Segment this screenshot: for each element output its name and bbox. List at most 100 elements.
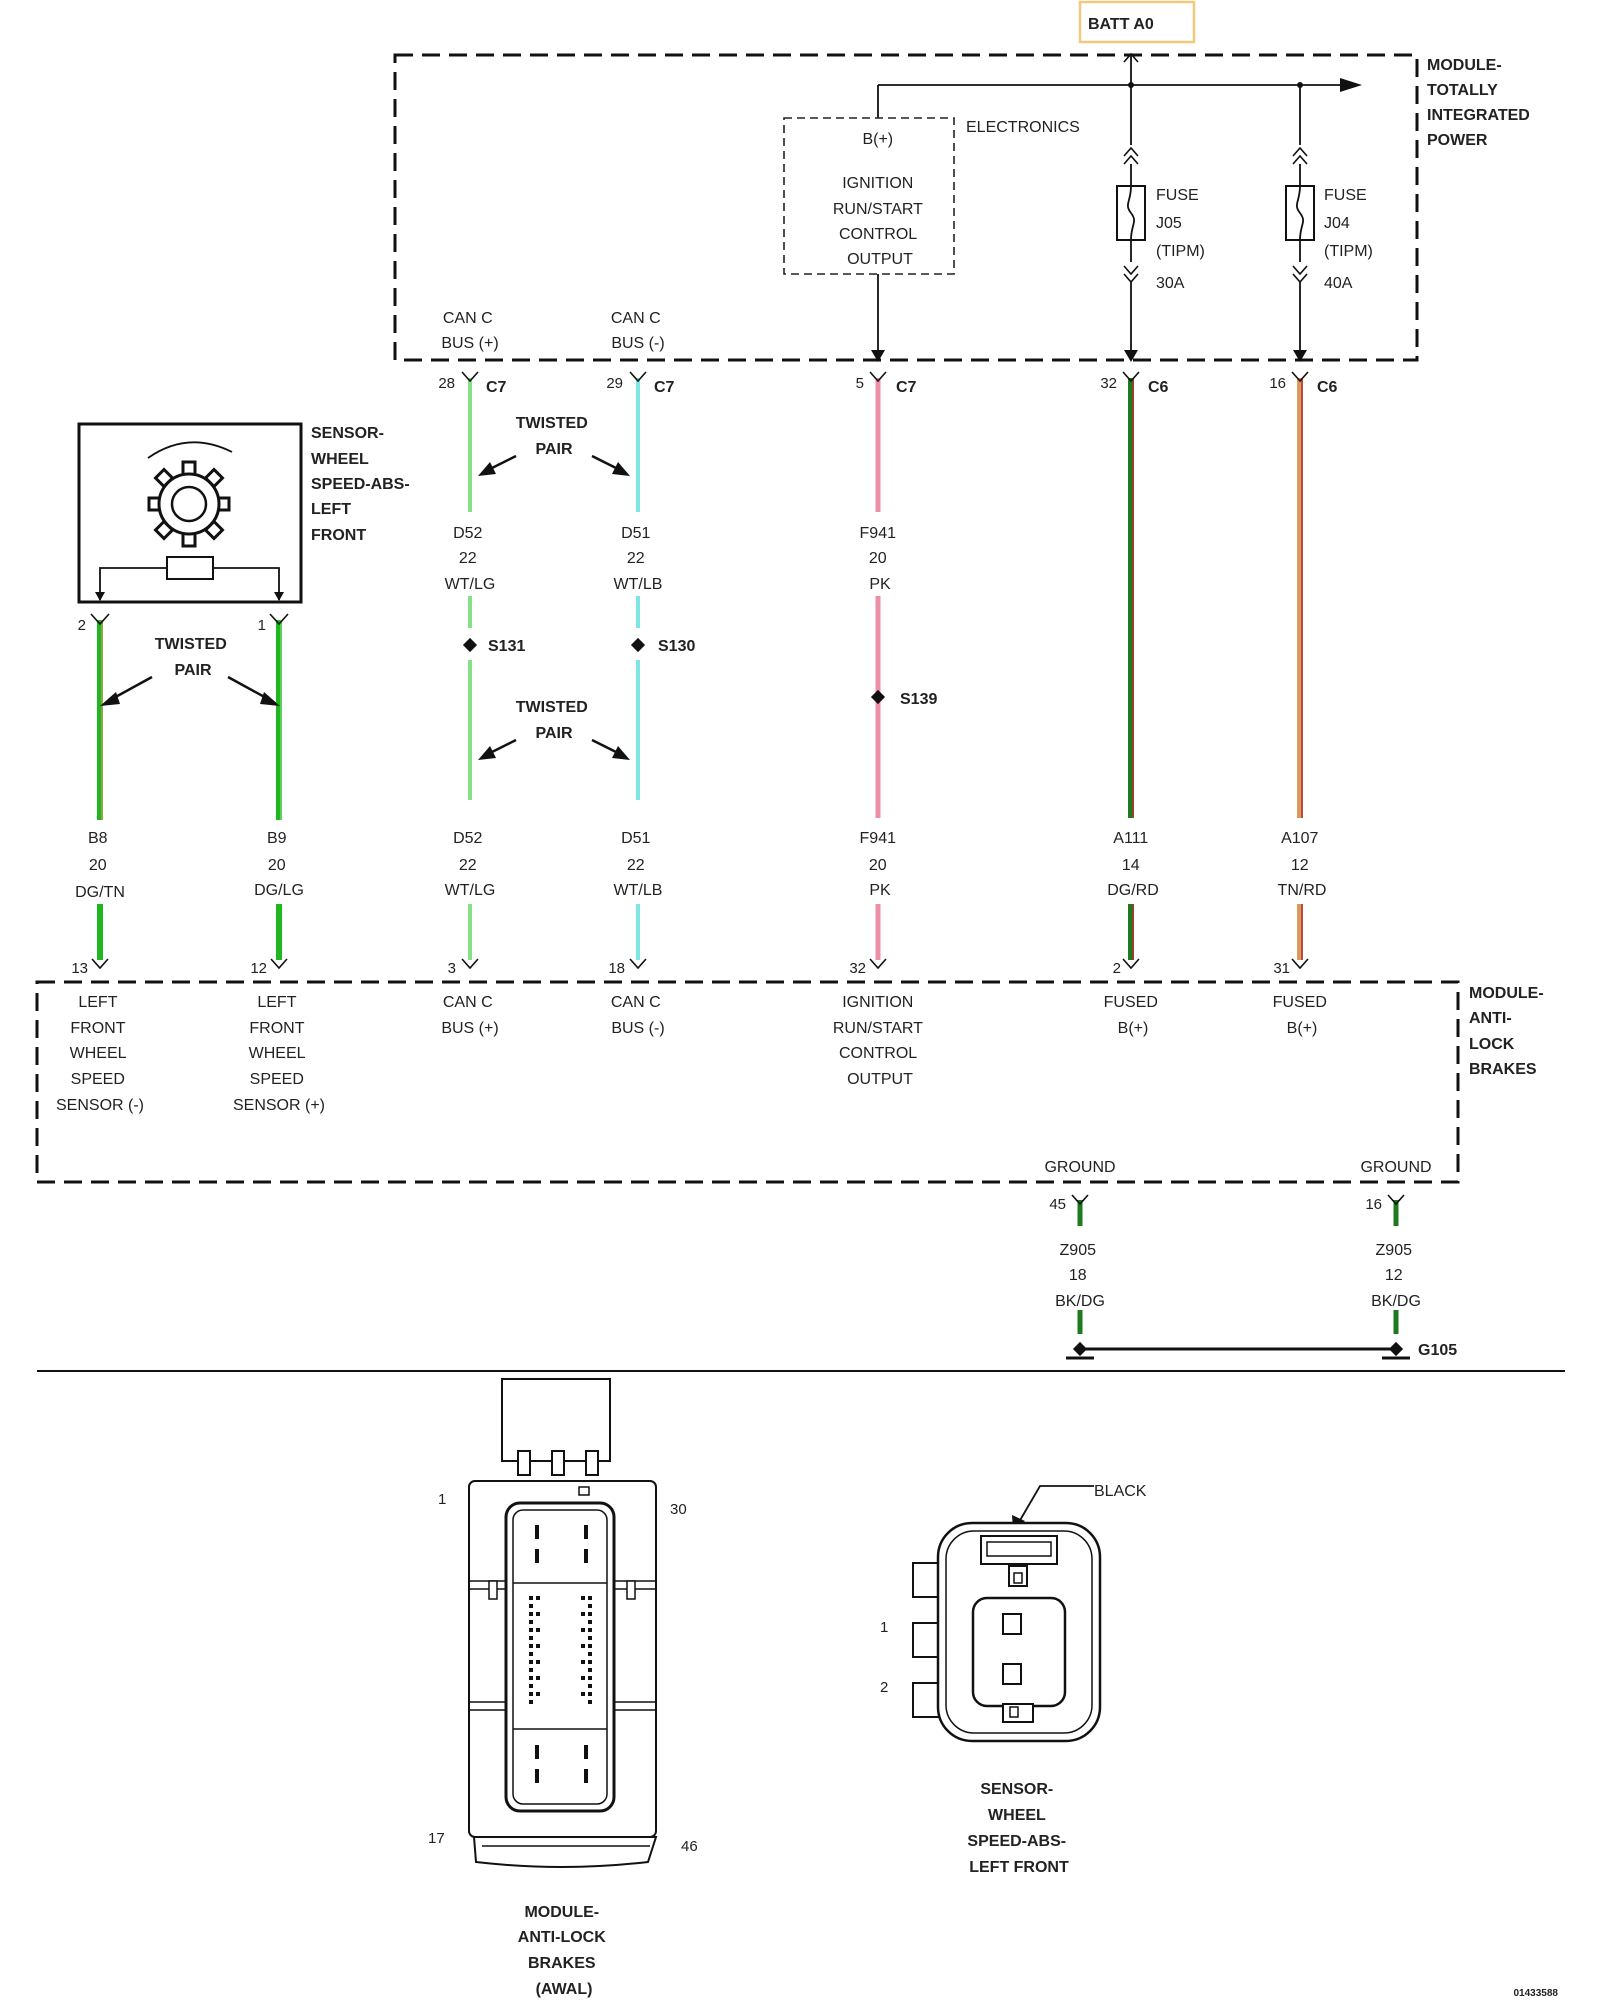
connector-terminal <box>529 1660 533 1664</box>
splice-s131: S131 <box>462 637 525 655</box>
svg-text:29: 29 <box>606 375 623 392</box>
svg-text:28: 28 <box>438 375 455 392</box>
svg-text:1: 1 <box>438 1491 446 1508</box>
connector-terminal <box>529 1644 533 1648</box>
sensor-name: SENSOR- WHEEL SPEED-ABS- LEFT FRONT <box>311 425 414 544</box>
connector-terminal <box>588 1660 592 1664</box>
connector-terminal <box>581 1676 585 1680</box>
connector-terminal <box>588 1636 592 1640</box>
wire-label-upper-d51: D51 22 WT/LB <box>614 525 663 593</box>
connector-terminal <box>588 1620 592 1624</box>
svg-text:C7: C7 <box>486 379 507 396</box>
twisted-pair-label-can-upper: TWISTED PAIR <box>478 415 630 476</box>
svg-text:30: 30 <box>670 1501 687 1518</box>
wire-b9 <box>276 620 282 960</box>
sensor-connector-color: BLACK <box>1094 1483 1147 1500</box>
abs-connector-pins: 13 12 3 18 32 2 31 <box>71 958 1309 977</box>
svg-text:1: 1 <box>880 1619 888 1636</box>
abs-label-ground-2: GROUND <box>1360 1159 1431 1176</box>
tipm-can-minus-label: CAN C BUS (-) <box>611 310 665 352</box>
connector-terminal <box>588 1692 592 1696</box>
figure-id: 01433588 <box>1514 1988 1559 1999</box>
connector-terminal <box>588 1644 592 1648</box>
connector-terminal <box>536 1612 540 1616</box>
svg-text:TWISTED PAIR: TWISTED PAIR <box>516 415 592 458</box>
svg-text:5: 5 <box>856 375 864 392</box>
svg-text:2: 2 <box>1113 960 1121 977</box>
connector-terminal <box>588 1612 592 1616</box>
connector-terminal <box>581 1628 585 1632</box>
connector-terminal <box>529 1620 533 1624</box>
wire-label-z905-18: Z905 18 BK/DG <box>1055 1242 1105 1310</box>
connector-terminal <box>588 1700 592 1704</box>
svg-text:18: 18 <box>608 960 625 977</box>
wire-a111 <box>1128 378 1134 960</box>
svg-text:S130: S130 <box>658 638 695 655</box>
connector-terminal <box>529 1692 533 1696</box>
svg-text:G105: G105 <box>1418 1342 1457 1359</box>
splice-s139: S139 <box>870 689 937 708</box>
svg-text:S139: S139 <box>900 691 937 708</box>
connector-terminal <box>529 1628 533 1632</box>
connector-terminal <box>529 1596 533 1600</box>
wire-label-upper-f941: F941 20 PK <box>860 525 901 593</box>
connector-terminal <box>529 1684 533 1688</box>
abs-label-fused-1: FUSED B(+) <box>1104 994 1163 1037</box>
bus-arrow-head <box>1340 78 1362 92</box>
abs-label-fused-2: FUSED B(+) <box>1273 994 1332 1037</box>
fuse-j04 <box>1285 85 1315 362</box>
twisted-pair-label-can-lower: TWISTED PAIR <box>478 699 630 760</box>
connector-terminal <box>588 1652 592 1656</box>
connector-terminal <box>536 1692 540 1696</box>
svg-text:13: 13 <box>71 960 88 977</box>
wire-b8 <box>97 620 103 960</box>
wire-label-z905-12: Z905 12 BK/DG <box>1371 1242 1421 1310</box>
connector-terminal <box>588 1604 592 1608</box>
wire-label-a107: A107 12 TN/RD <box>1278 830 1327 899</box>
svg-text:17: 17 <box>428 1830 445 1847</box>
svg-text:S131: S131 <box>488 638 525 655</box>
connector-terminal <box>588 1668 592 1672</box>
tipm-module-box <box>393 53 1419 362</box>
connector-terminal <box>588 1596 592 1600</box>
connector-terminal <box>588 1676 592 1680</box>
sensor-connector-view <box>912 1485 1102 1743</box>
connector-terminal <box>536 1644 540 1648</box>
wire-label-lower-d51: D51 22 WT/LB <box>614 830 663 899</box>
connector-terminal <box>588 1628 592 1632</box>
connector-terminal <box>529 1652 533 1656</box>
ground-g105: G105 <box>1066 1341 1457 1360</box>
wire-label-a111: A111 14 DG/RD <box>1107 830 1159 899</box>
abs-connector-pin-numbers: 1 30 17 46 <box>428 1491 698 1855</box>
svg-text:46: 46 <box>681 1838 698 1855</box>
abs-module-name: MODULE- ANTI- LOCK BRAKES <box>1469 985 1548 1078</box>
svg-text:C6: C6 <box>1317 379 1338 396</box>
splice-s130: S130 <box>630 637 695 655</box>
tipm-can-plus-label: CAN C BUS (+) <box>441 310 498 352</box>
fuse-j05 <box>1116 85 1146 362</box>
svg-text:TWISTED PAIR: TWISTED PAIR <box>516 699 592 742</box>
connector-terminal <box>536 1628 540 1632</box>
electronics-label: ELECTRONICS <box>966 119 1080 136</box>
batt-label: BATT A0 <box>1088 16 1154 33</box>
fuse-j05-label: FUSE J05 (TIPM) 30A <box>1156 187 1209 292</box>
abs-label-can-plus: CAN C BUS (+) <box>441 994 498 1037</box>
tipm-connector-pins <box>461 371 1309 383</box>
connector-terminal <box>529 1612 533 1616</box>
connector-terminal <box>536 1660 540 1664</box>
sensor-connector-pin-numbers: 1 2 <box>880 1619 888 1696</box>
abs-module-box <box>35 980 1460 1184</box>
abs-label-lf-sensor-plus: LEFT FRONT WHEEL SPEED SENSOR (+) <box>233 994 325 1114</box>
ignition-output-text: B(+) IGNITION RUN/START CONTROL OUTPUT <box>833 131 927 268</box>
svg-text:16: 16 <box>1269 375 1286 392</box>
svg-text:2: 2 <box>880 1679 888 1696</box>
abs-connector-name: MODULE- ANTI-LOCK BRAKES (AWAL) <box>518 1904 610 1998</box>
wire-label-upper-d52: D52 22 WT/LG <box>445 525 496 593</box>
abs-label-lf-sensor-minus: LEFT FRONT WHEEL SPEED SENSOR (-) <box>56 994 144 1114</box>
connector-terminal <box>581 1596 585 1600</box>
svg-text:12: 12 <box>250 960 267 977</box>
tipm-name: MODULE- TOTALLY INTEGRATED POWER <box>1427 57 1534 149</box>
twisted-pair-label-sensor: TWISTED PAIR <box>100 636 280 706</box>
svg-text:32: 32 <box>849 960 866 977</box>
abs-label-can-minus: CAN C BUS (-) <box>611 994 665 1037</box>
